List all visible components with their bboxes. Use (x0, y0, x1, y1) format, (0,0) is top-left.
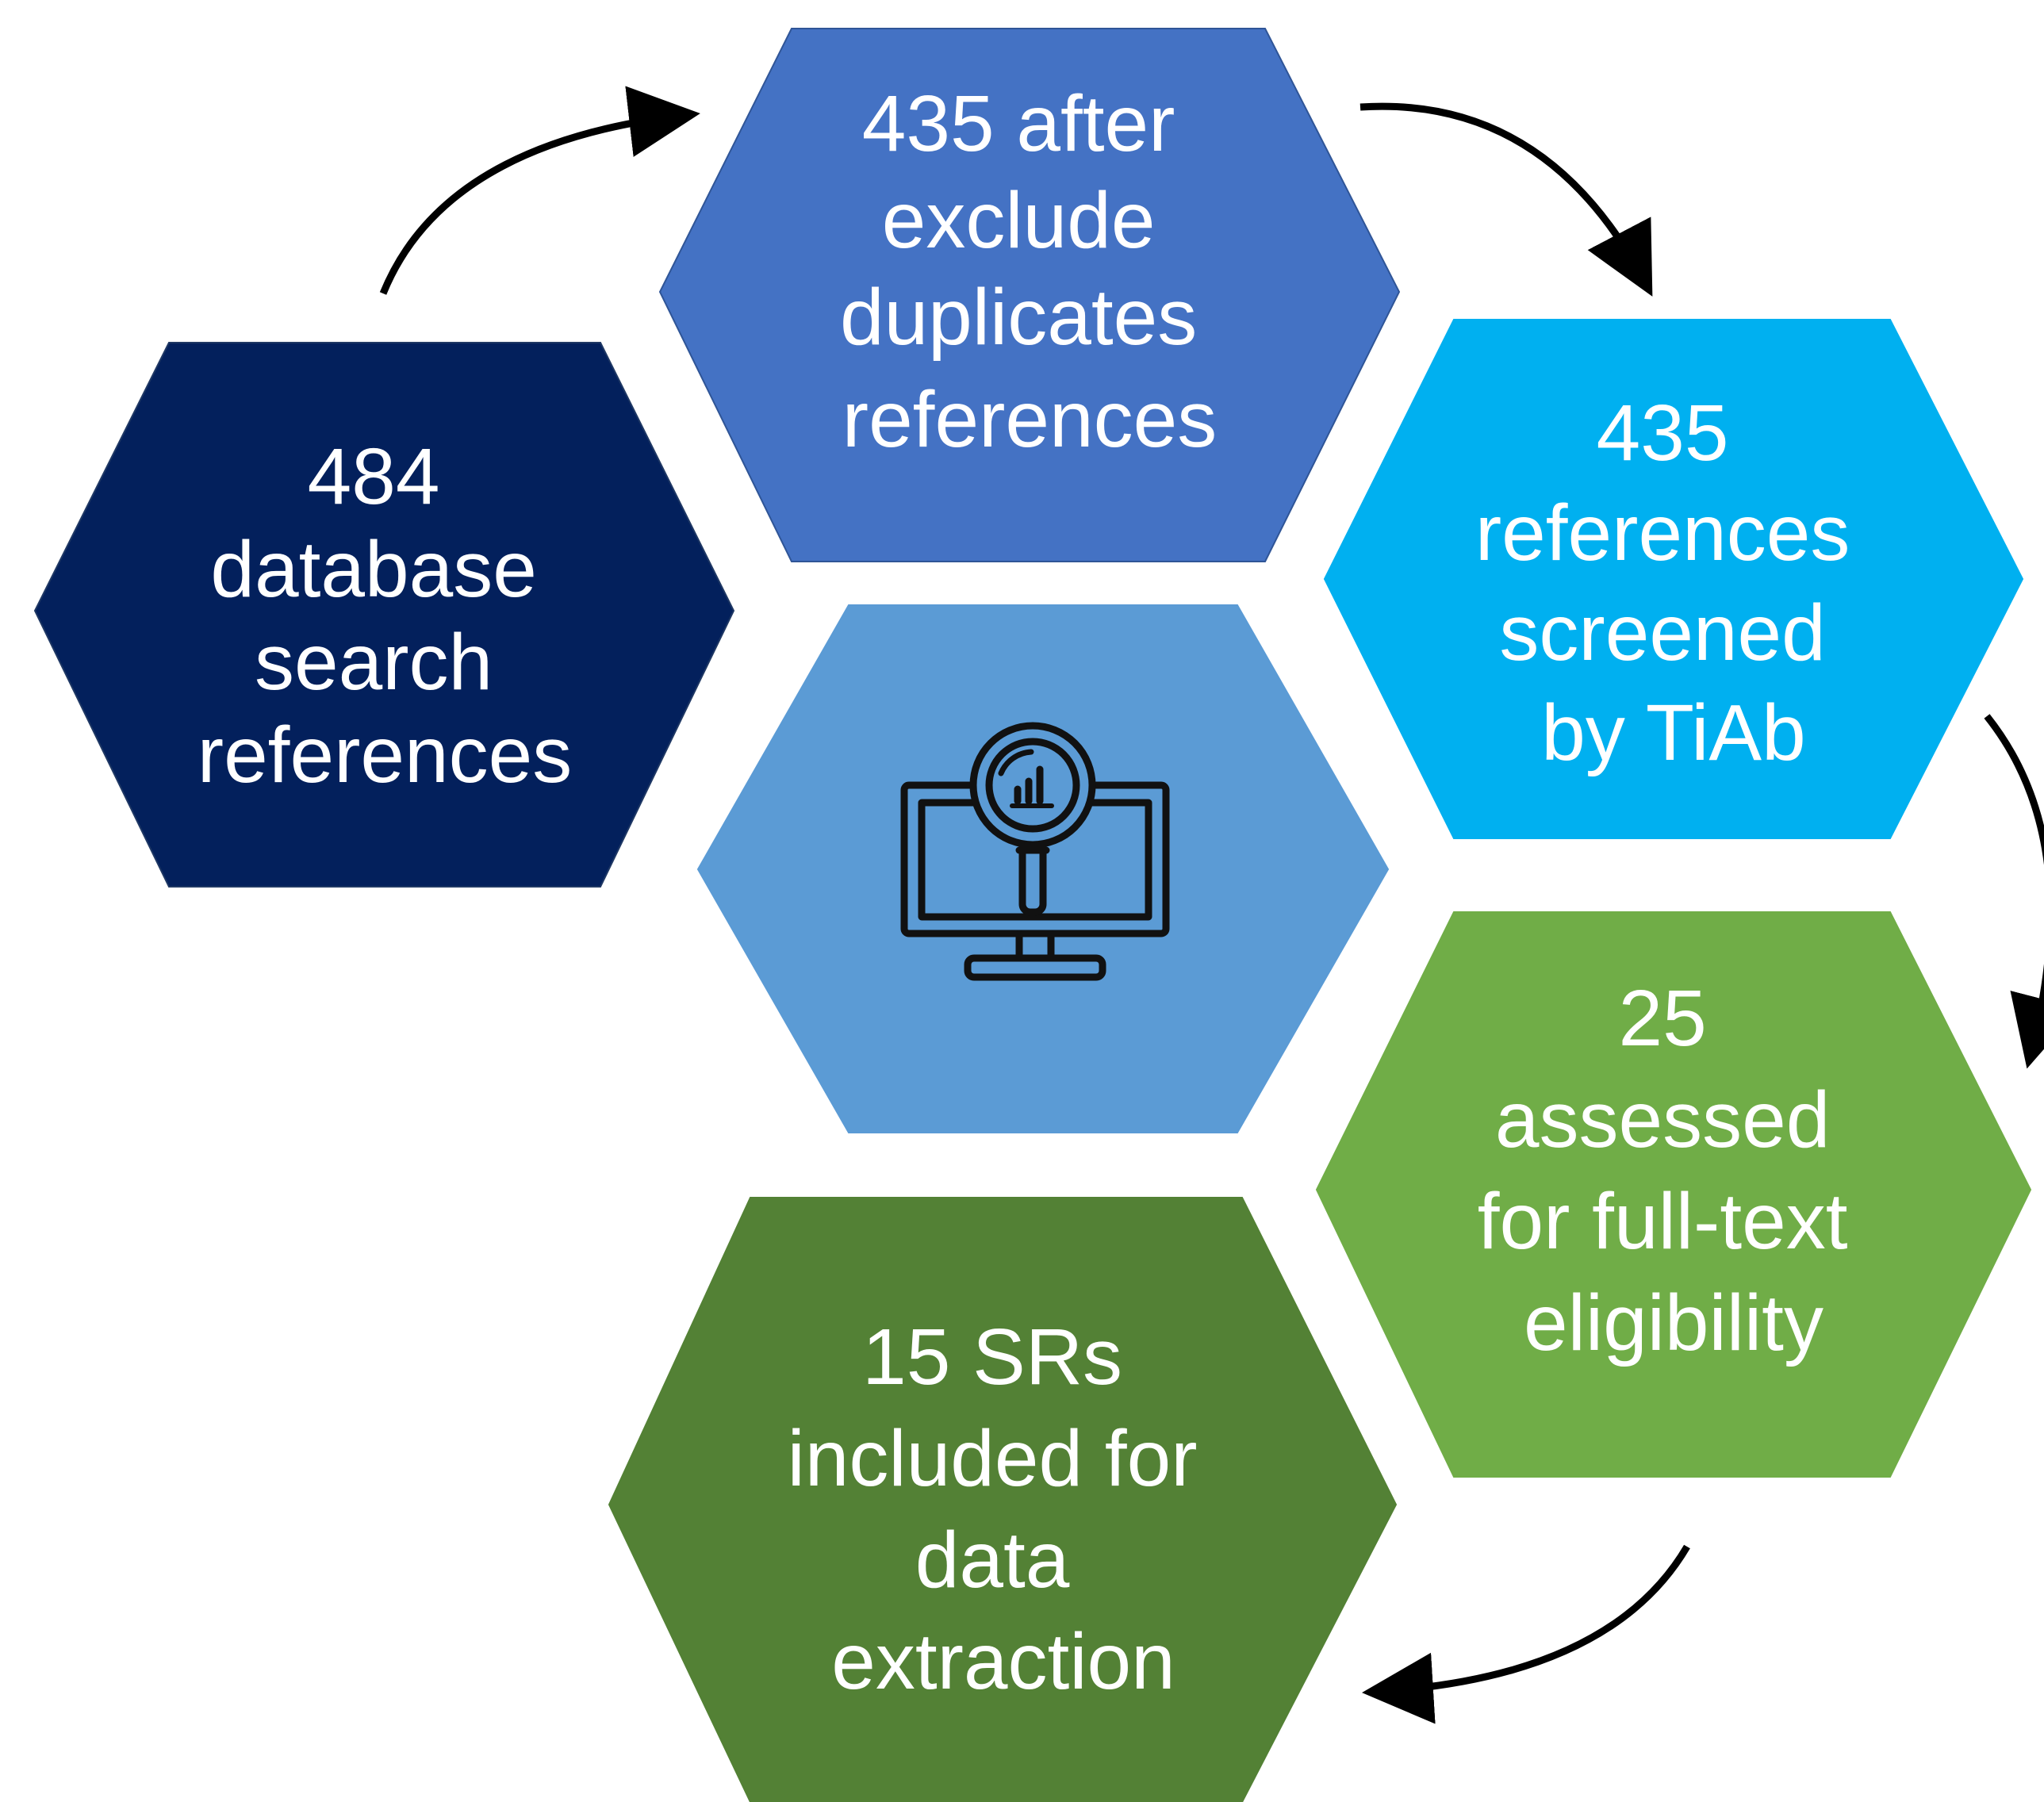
step-text: 484 database search references (197, 432, 572, 799)
step-text: 15 SRs included for data extraction (788, 1313, 1220, 1706)
step-line: screened (1499, 589, 1825, 677)
step-line: references (842, 375, 1217, 464)
step-line: 435 (1597, 389, 1729, 477)
step-database-search: 484 database search references (33, 342, 735, 888)
step-line: 435 after (862, 79, 1175, 168)
arrow-fulltext-to-extraction (1362, 1544, 1690, 1724)
step-line: references (1475, 489, 1850, 577)
step-exclude-duplicates: 435 after exclude duplicates references (658, 28, 1401, 562)
step-full-text-assessment: 25 assessed for full-text eligibility (1315, 911, 2032, 1478)
step-text: 25 assessed for full-text eligibility (1478, 974, 1870, 1367)
step-line: by TiAb (1541, 688, 1806, 777)
step-text: 435 after exclude duplicates references (840, 79, 1219, 464)
monitor-magnifier-chart-icon (900, 722, 1170, 981)
step-text: 435 references screened by TiAb (1475, 389, 1872, 777)
hexagon (33, 342, 735, 888)
step-line: assessed (1495, 1075, 1830, 1164)
hexagon (1315, 911, 2032, 1478)
arrow-database-to-duplicates (379, 86, 700, 295)
step-line: exclude (882, 176, 1156, 265)
step-line: references (197, 711, 572, 799)
step-tiab-screening: 435 references screened by TiAb (1323, 319, 2024, 839)
step-line: database (210, 525, 536, 614)
flow-arrows (379, 86, 2044, 1724)
center-hexagon (696, 604, 1390, 1133)
hexagon (608, 1197, 1398, 1802)
step-line: 484 (308, 432, 440, 521)
step-line: included for (788, 1414, 1198, 1503)
arrow-tiab-to-fulltext (1984, 714, 2044, 1069)
arrow-duplicates-to-tiab (1359, 102, 1653, 297)
step-line: search (255, 618, 493, 707)
step-line: duplicates (840, 273, 1197, 362)
hexagon (1323, 319, 2024, 839)
step-data-extraction: 15 SRs included for data extraction (608, 1197, 1398, 1802)
step-line: extraction (831, 1617, 1175, 1706)
hexagon (658, 28, 1401, 562)
step-line: eligibility (1524, 1279, 1823, 1367)
step-line: data (915, 1516, 1070, 1605)
step-line: 25 (1618, 974, 1706, 1063)
step-line: 15 SRs (862, 1313, 1122, 1401)
step-line: for full-text (1478, 1177, 1848, 1266)
